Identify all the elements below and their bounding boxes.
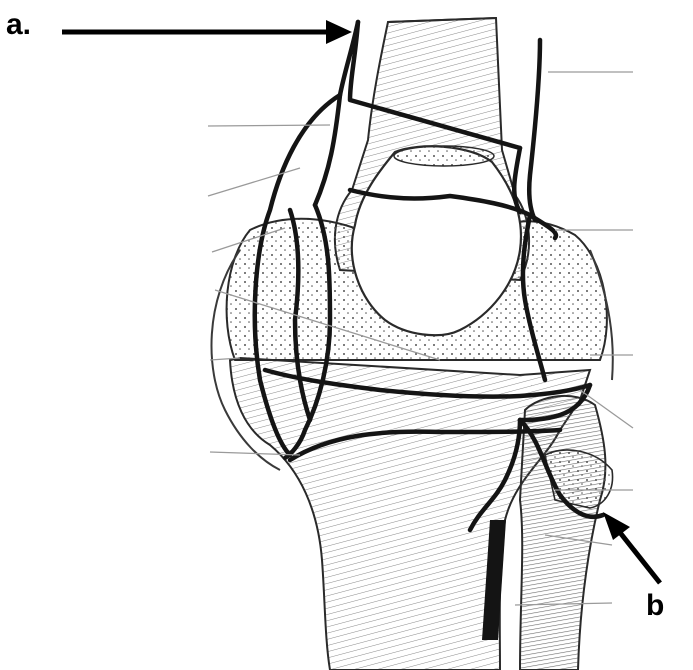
arrow-up-left-icon [603, 512, 660, 583]
leader-line [208, 125, 330, 126]
leader-line [208, 168, 300, 196]
label-b: b [646, 591, 664, 621]
label-a: a. [6, 10, 31, 40]
arrow-right-icon [62, 20, 352, 44]
